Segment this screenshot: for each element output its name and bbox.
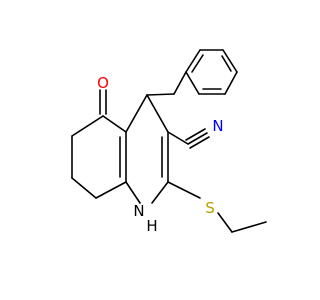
nitrile-bond: [187, 132, 208, 145]
bond: [185, 71, 200, 95]
bond: [125, 94, 148, 133]
bond: [95, 181, 127, 199]
structure-svg: O N N H S: [71, 49, 267, 235]
bond: [185, 49, 201, 73]
double-bond-inner: [191, 54, 204, 73]
bond: [125, 181, 141, 204]
bond: [71, 177, 97, 199]
nitrile-bond: [189, 136, 210, 149]
nitrile-bond: [185, 128, 206, 141]
nitrile-nitrogen-label: N: [212, 117, 223, 135]
dihydropyridine-ring: [119, 94, 169, 204]
nh-hydrogen-label: H: [146, 217, 157, 235]
oxygen-label: O: [97, 74, 109, 92]
double-bond-inner: [221, 55, 232, 72]
bond: [146, 94, 169, 133]
bond-ch2-c4: [146, 93, 175, 96]
bond: [224, 71, 238, 95]
bond: [102, 115, 127, 133]
molecule-diagram: O N N H S: [71, 49, 267, 235]
phenyl-ring: [185, 49, 238, 95]
bond-ethyl: [231, 221, 267, 233]
bond-cn: [167, 131, 189, 145]
sulfur-label: S: [205, 199, 215, 217]
bond-ch2: [173, 71, 187, 95]
bond: [151, 181, 169, 204]
nh-nitrogen-label: N: [133, 202, 144, 220]
bond: [71, 115, 104, 137]
bond-c-s: [167, 181, 201, 199]
cyclohexanone-ring: [71, 115, 127, 199]
bond-s-ch2: [217, 212, 233, 233]
bond: [222, 49, 238, 73]
